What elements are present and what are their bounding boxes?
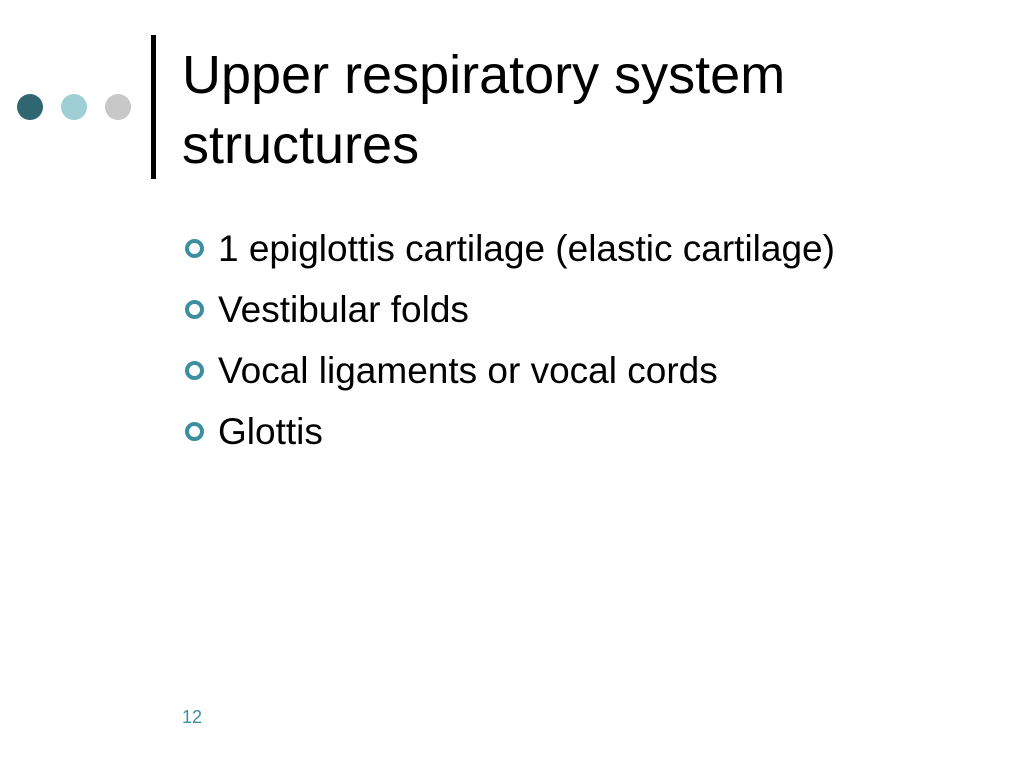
hollow-circle-icon xyxy=(185,300,204,319)
hollow-circle-icon xyxy=(185,239,204,258)
list-item: Glottis xyxy=(185,401,985,462)
hollow-circle-icon xyxy=(185,361,204,380)
bullet-text: Vestibular folds xyxy=(218,288,469,330)
hollow-circle-icon xyxy=(185,422,204,441)
bullet-list: 1 epiglottis cartilage (elastic cartilag… xyxy=(185,218,985,462)
bullet-text: Glottis xyxy=(218,410,323,452)
decorative-dots xyxy=(17,94,149,120)
dot-light-teal-icon xyxy=(61,94,87,120)
list-item: 1 epiglottis cartilage (elastic cartilag… xyxy=(185,218,985,279)
bullet-text: Vocal ligaments or vocal cords xyxy=(218,349,718,391)
title-divider xyxy=(151,35,156,179)
list-item: Vestibular folds xyxy=(185,279,985,340)
list-item: Vocal ligaments or vocal cords xyxy=(185,340,985,401)
dot-dark-icon xyxy=(17,94,43,120)
dot-grey-icon xyxy=(105,94,131,120)
slide-title: Upper respiratory system structures xyxy=(182,45,786,175)
bullet-text: 1 epiglottis cartilage (elastic cartilag… xyxy=(218,227,835,269)
page-number: 12 xyxy=(182,707,203,727)
